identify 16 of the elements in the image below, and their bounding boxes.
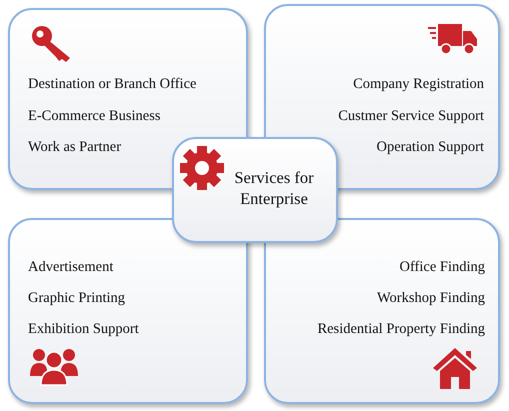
service-item: Exhibition Support — [28, 320, 139, 338]
service-card — [264, 218, 500, 404]
service-item: Company Registration — [353, 75, 484, 93]
service-item: Workshop Finding — [377, 289, 485, 307]
center-card — [172, 137, 338, 243]
service-item: Custmer Service Support — [338, 107, 484, 125]
service-item: Work as Partner — [28, 138, 122, 156]
service-item: E-Commerce Business — [28, 107, 160, 125]
service-item: Office Finding — [399, 258, 485, 276]
service-item: Residential Property Finding — [317, 320, 485, 338]
service-item: Destination or Branch Office — [28, 75, 196, 93]
service-item: Graphic Printing — [28, 289, 126, 307]
service-item: Operation Support — [376, 138, 484, 156]
service-item: Advertisement — [28, 258, 114, 276]
center-title: Services for Enterprise — [233, 167, 315, 209]
service-card — [8, 218, 248, 404]
